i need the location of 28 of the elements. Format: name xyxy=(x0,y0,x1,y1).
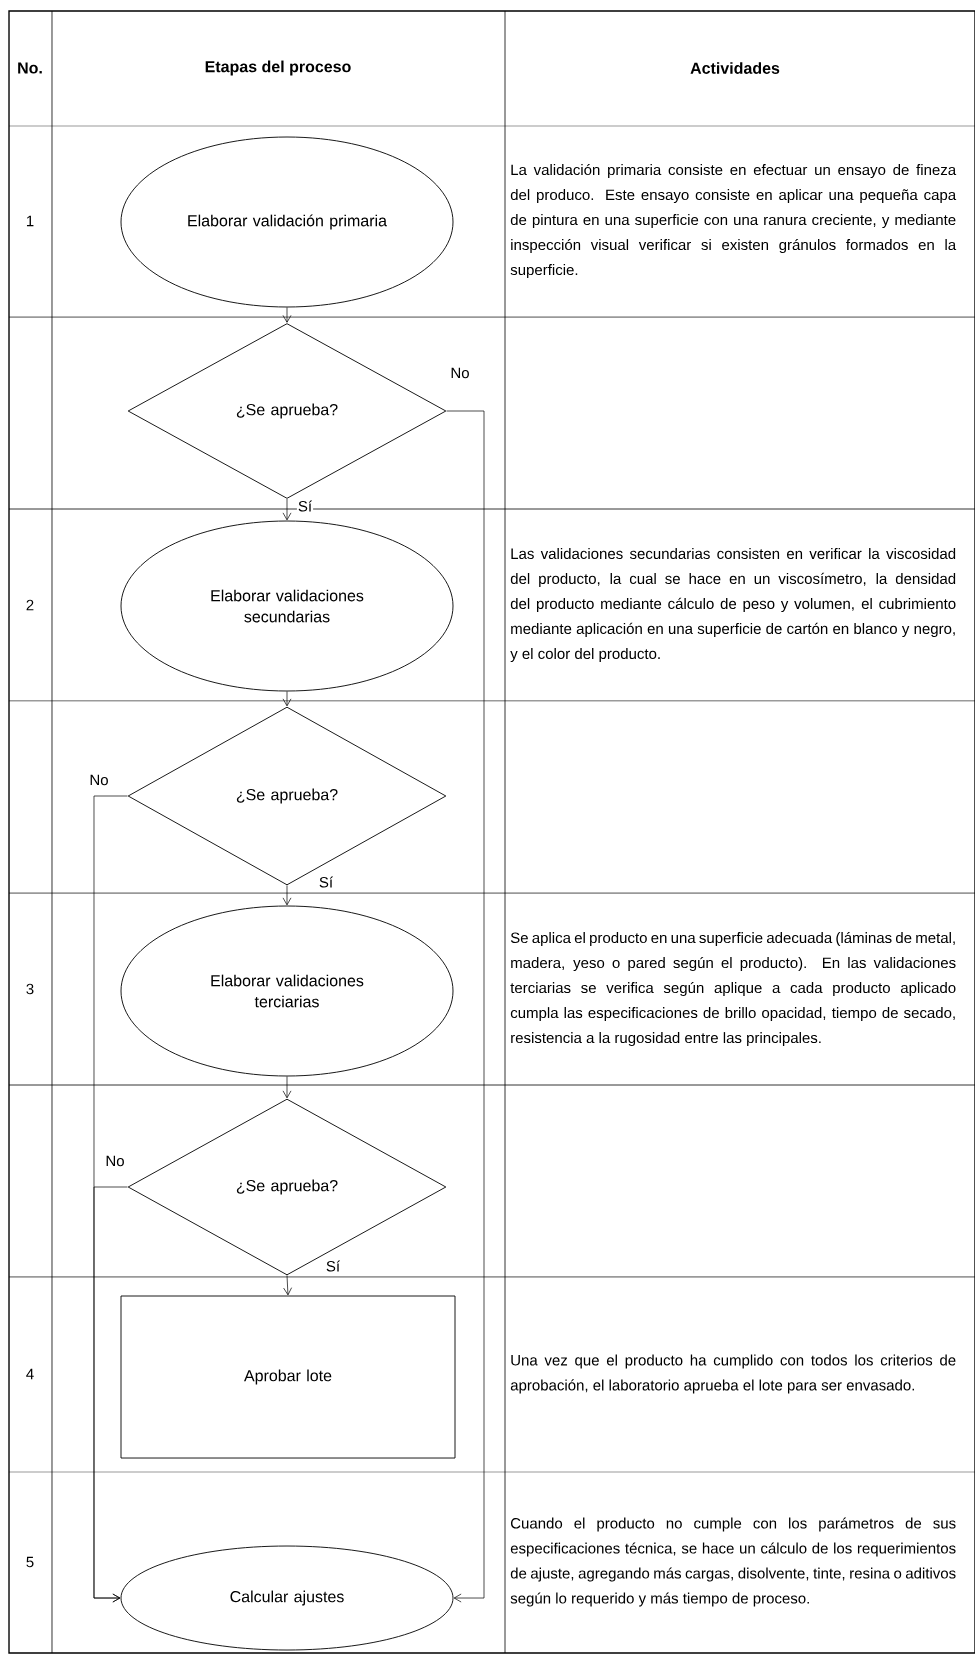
edge-label: No xyxy=(88,773,110,787)
arrow xyxy=(282,498,292,521)
activity-text: Se aplica el producto en una superficie adecuada (láminas de metal, madera, yeso o pared según el producto). En las validaciones terciarias se verifica según aplique a cada producto aplicado cumpla las especificaciones de brillo opacidad, tiempo de secado, resistencia a la rugosidad entre las principales. xyxy=(510,931,956,1047)
step-number: 1 xyxy=(26,215,34,227)
activity-text: Una vez que el producto ha cumplido con todos los criterios de aprobación, el laboratorio aprueba el lote para ser envasado. xyxy=(510,1354,956,1394)
arrow xyxy=(282,1076,292,1099)
step-number: 5 xyxy=(26,1556,34,1568)
step-number: 3 xyxy=(26,983,34,995)
arrow xyxy=(283,1275,292,1296)
step-number: 4 xyxy=(26,1368,34,1380)
arrow xyxy=(282,691,292,707)
edge-label: No xyxy=(449,366,471,380)
arrow xyxy=(282,885,292,906)
edge-label: Sí xyxy=(296,499,314,513)
arrow xyxy=(446,410,485,1603)
edge-label: Sí xyxy=(324,1259,342,1273)
process-box: Aprobar lote xyxy=(120,1295,456,1459)
edge-label: Sí xyxy=(317,875,335,889)
activity-text: Las validaciones secundarias consisten en verificar la viscosidad del producto, la cual se hace en un viscosímetro, la densidad del producto mediante cálculo de peso y volumen, el cubrimiento mediante aplicación en una superficie de cartón en blanco y negro, y el color del producto. xyxy=(510,548,956,662)
step-number: 2 xyxy=(26,599,34,611)
activity-text: Cuando el producto no cumple con los parámetros de sus especificaciones técnica, se hace un cálculo de los requerimientos de ajuste, agregando más cargas, disolvente, tinte, resina o aditivos según lo requerido y más tiempo de proceso. xyxy=(510,1517,956,1607)
arrow xyxy=(282,307,292,323)
arrow xyxy=(93,1186,128,1603)
edge-label: No xyxy=(104,1154,126,1168)
column-header: No. xyxy=(18,62,42,74)
column-header: Etapas del proceso xyxy=(205,60,351,76)
column-header: Actividades xyxy=(690,62,780,74)
activity-text: La validación primaria consiste en efectuar un ensayo de fineza del produco. Este ensayo consiste en aplicar una pequeña capa de pintura en una superficie con una ranura creciente, y mediante inspección visual verificar si existen gránulos formados en la superficie. xyxy=(510,163,957,279)
